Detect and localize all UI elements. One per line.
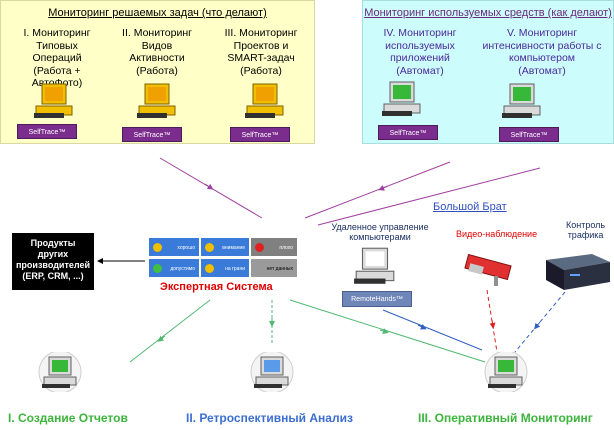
line-expert-to-reports xyxy=(129,299,211,363)
computer-icon xyxy=(250,352,294,392)
computer-icon xyxy=(382,81,421,116)
selftrace-badge: SelfTrace™ xyxy=(499,127,559,142)
tasks-panel: Мониторинг решаемых задач (что делают) I… xyxy=(0,0,315,144)
arrow-expert-to-operative xyxy=(379,328,389,334)
arrow-tasks-to-expert xyxy=(204,183,214,190)
computer-icon xyxy=(354,247,395,284)
remotehands-badge: RemoteHands™ xyxy=(342,291,412,307)
line-tools-to-expert xyxy=(304,161,451,219)
selftrace-badge: SelfTrace™ xyxy=(17,124,77,139)
line-remote-to-operative xyxy=(382,309,483,351)
line-expert-to-operative xyxy=(289,299,486,363)
video-surveillance-label: Видео-наблюдение xyxy=(456,229,538,239)
line-traffic-to-operative xyxy=(514,291,566,353)
big-brother-title: Большой Брат xyxy=(433,201,507,213)
tool-col-1-text: IV. Мониторинг используемых приложений (… xyxy=(383,27,457,77)
arrow-video-to-operative xyxy=(489,319,496,329)
tool-col-2-text: V. Мониторинг интенсивности работы с ком… xyxy=(482,27,602,77)
arrow-remote-to-operative xyxy=(417,323,427,330)
traffic-control-label: Контроль трафика xyxy=(566,220,606,240)
tools-panel: Мониторинг используемых средств (как дел… xyxy=(362,0,614,144)
task-col-2-text: II. Мониторинг Видов Активности (Работа) xyxy=(122,27,192,77)
computer-icon xyxy=(38,352,82,392)
status-dot-icon xyxy=(205,264,214,273)
operative-monitoring-label: III. Оперативный Мониторинг xyxy=(418,411,593,425)
selftrace-badge: SelfTrace™ xyxy=(378,125,438,140)
tools-panel-title: Мониторинг используемых средств (как дел… xyxy=(364,7,612,19)
selftrace-badge: SelfTrace™ xyxy=(122,127,182,142)
line-operative-to-bigbrother xyxy=(317,167,541,226)
status-dot-icon xyxy=(205,243,214,252)
status-dot-icon xyxy=(255,243,264,252)
arrow-tools-to-expert xyxy=(378,185,389,191)
task-col-3-text: III. Мониторинг Проектов и SMART-задач (… xyxy=(224,27,298,77)
status-tile-bad: плохо xyxy=(250,237,298,257)
task-col-1-text: I. Мониторинг Типовых Операций (Работа +… xyxy=(23,27,91,89)
status-tile-no-data: нет данных xyxy=(250,258,298,278)
arrow-expert-to-reports xyxy=(157,335,166,342)
retrospective-analysis-label: II. Ретроспективный Анализ xyxy=(186,411,353,425)
selftrace-badge: SelfTrace™ xyxy=(230,127,290,142)
expert-system-label: Экспертная Система xyxy=(160,281,273,293)
computer-icon xyxy=(484,352,528,392)
status-tile-acceptable: допустимо xyxy=(148,258,200,278)
computer-icon xyxy=(245,83,284,118)
server-icon xyxy=(546,254,610,290)
camera-icon xyxy=(464,253,512,286)
computer-icon xyxy=(137,83,176,118)
status-dot-icon xyxy=(153,264,162,273)
reports-label: I. Создание Отчетов xyxy=(8,411,128,425)
third-party-products-box: Продукты других производителей (ERP, CRM… xyxy=(12,233,94,290)
status-tile-good: хорошо xyxy=(148,237,200,257)
status-tile-attention: внимание xyxy=(200,237,250,257)
arrow-traffic-to-operative xyxy=(534,321,541,330)
computer-icon xyxy=(502,83,541,118)
computer-icon xyxy=(34,83,73,118)
status-dot-icon xyxy=(153,243,162,252)
status-tile-borderline: на грани xyxy=(200,258,250,278)
remote-control-label: Удаленное управление компьютерами xyxy=(331,222,429,242)
tasks-panel-title: Мониторинг решаемых задач (что делают) xyxy=(48,7,267,19)
